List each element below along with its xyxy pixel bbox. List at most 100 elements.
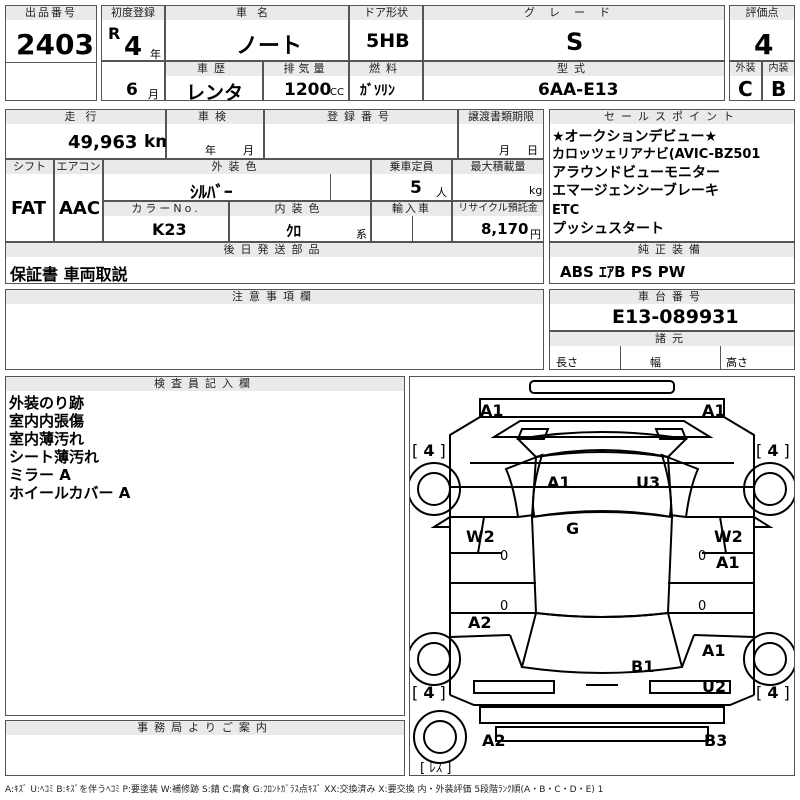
grade-cell: グレード S (423, 5, 725, 61)
recycle-cell: リサイクル預託金 8,170 円 (452, 201, 544, 242)
spec-width-label: 幅 (650, 356, 661, 369)
score-header: 評価点 (730, 6, 794, 20)
damage-w2-right: W2 (714, 527, 743, 546)
car-name-header: 車名 (166, 6, 348, 20)
spare-tire: [ ﾚｽ ] (420, 761, 452, 776)
history-cell: 車歴 レンタ (165, 61, 263, 104)
mileage-header: 走行 (6, 110, 165, 124)
history-value: レンタ (186, 82, 244, 104)
model-cell: 型式 6AA-E13 (423, 61, 725, 101)
model-value: 6AA-E13 (538, 80, 619, 100)
door-cell: ドア形状 5HB (349, 5, 423, 61)
damage-b1: B1 (631, 657, 655, 676)
sales-point-item: エマージェンシーブレーキ (552, 183, 719, 199)
car-name-value: ノート (236, 34, 303, 59)
month-value: 6 (126, 80, 138, 100)
notes-header: 注意事項欄 (6, 290, 543, 304)
interior-cell: 内装 B (762, 61, 795, 101)
genuine-equipment-header: 純正装備 (550, 243, 794, 257)
year-value: 4 (124, 32, 143, 62)
model-header: 型式 (424, 62, 724, 76)
sales-point-item: ★オークションデビュー★ (552, 129, 718, 145)
car-outline-diagram (410, 380, 794, 764)
aircon-header: エアコン (55, 160, 102, 174)
chassis-number-cell: 車台番号 E13-089931 (549, 289, 795, 331)
grade-header: グレード (424, 6, 724, 20)
cc-unit: CC (330, 87, 344, 98)
recycle-unit: 円 (530, 228, 541, 241)
exterior-cell: 外装 C (729, 61, 762, 101)
aircon-cell: エアコン AAC (54, 159, 103, 242)
first-registration-header: 初度登録 (102, 6, 164, 20)
recycle-header: リサイクル預託金 (453, 202, 543, 216)
displacement-cell: 排気量 1200 CC (263, 61, 349, 101)
max-load-header: 最大積載量 (453, 160, 543, 174)
office-notes-box: 事務局よりご案内 (5, 720, 405, 776)
inspection-header: 車検 (167, 110, 263, 124)
inspector-note-item: シート薄汚れ (9, 448, 100, 466)
chassis-number-value: E13-089931 (612, 306, 739, 328)
color-number-cell: カラーNo. K23 (103, 201, 229, 242)
sales-points-header: セールスポイント (550, 110, 794, 124)
lot-number-cell: 出品番号 2403 (5, 5, 97, 101)
displacement-header: 排気量 (264, 62, 348, 76)
damage-diagram: A1 A1 A1 U3 G W2 W2 A1 A2 A1 B1 U2 A2 B3… (409, 376, 795, 776)
damage-u3: U3 (636, 473, 661, 492)
max-load-unit: kg (529, 184, 543, 197)
specs-header: 諸元 (550, 332, 794, 346)
interior-header: 内装 (763, 62, 794, 76)
inspector-note-item: ホイールカバー A (9, 484, 131, 502)
damage-a1-front-right: A1 (702, 401, 726, 420)
car-name-cell: 車名 ノート (165, 5, 349, 61)
interior-color-unit: 系 (356, 228, 367, 241)
grade-value: S (566, 28, 584, 56)
zero-mark: 0 (500, 599, 509, 614)
notes-box: 注意事項欄 (5, 289, 544, 370)
inspector-notes-header: 検査員記入欄 (6, 377, 404, 391)
color-value: ｼﾙﾊﾞｰ (190, 183, 233, 203)
tire-rear-right: [ 4 ] (756, 683, 790, 702)
zero-mark: 0 (698, 599, 707, 614)
registration-number-header: 登録番号 (265, 110, 457, 124)
interior-color-value: ｸﾛ (286, 222, 302, 240)
sales-points-box: セールスポイント ★オークションデビュー★ カロッツェリアナビ(AVIC-BZ5… (549, 109, 795, 242)
tire-front-left: [ 4 ] (412, 441, 446, 460)
damage-a1-rear-right: A1 (702, 641, 726, 660)
transfer-deadline-header: 譲渡書類期限 (459, 110, 543, 124)
damage-a2-left: A2 (468, 613, 492, 632)
inspection-month-unit: 月 (243, 144, 254, 157)
registration-number-cell: 登録番号 (264, 109, 458, 159)
tire-front-right: [ 4 ] (756, 441, 790, 460)
transfer-month-unit: 月 (499, 144, 510, 157)
transfer-deadline-cell: 譲渡書類期限 月 日 (458, 109, 544, 159)
score-cell: 評価点 4 (729, 5, 795, 61)
later-parts-header: 後日発送部品 (6, 243, 543, 257)
later-parts-value: 保証書 車両取説 (10, 265, 128, 284)
color-number-value: K23 (152, 220, 187, 239)
history-header: 車歴 (166, 62, 262, 76)
shift-header: シフト (6, 160, 53, 174)
zero-mark: 0 (698, 549, 707, 564)
mileage-cell: 走行 49,963 km (5, 109, 173, 159)
aircon-value: AAC (59, 198, 101, 219)
genuine-equipment-cell: 純正装備 ABS ｴｱB PS PW (549, 242, 795, 284)
max-load-cell: 最大積載量 kg (452, 159, 544, 201)
first-registration-cell: 初度登録 R 4 年 (101, 5, 165, 62)
import-cell: 輸入車 (371, 201, 452, 242)
sales-point-item: アラウンドビューモニター (552, 165, 720, 181)
spec-height-label: 高さ (726, 356, 748, 369)
inspector-notes-box: 検査員記入欄 外装のり跡 室内内張傷 室内薄汚れ シート薄汚れ ミラー A ホイ… (5, 376, 405, 716)
damage-u2: U2 (702, 677, 727, 696)
era-value: R (108, 24, 121, 43)
transfer-day-unit: 日 (527, 144, 538, 157)
lot-number-header: 出品番号 (6, 6, 96, 20)
shift-value: FAT (11, 198, 47, 219)
color-cell: 外装色 ｼﾙﾊﾞｰ (103, 159, 371, 203)
inspection-cell: 車検 年 月 (166, 109, 264, 159)
sales-point-item: カロッツェリアナビ(AVIC-BZ501 (552, 147, 761, 162)
damage-a1-rear-door: A1 (716, 553, 740, 572)
damage-w2-left: W2 (466, 527, 495, 546)
color-header: 外装色 (104, 160, 370, 174)
sales-point-item: プッシュスタート (552, 221, 664, 237)
import-header: 輸入車 (372, 202, 451, 216)
